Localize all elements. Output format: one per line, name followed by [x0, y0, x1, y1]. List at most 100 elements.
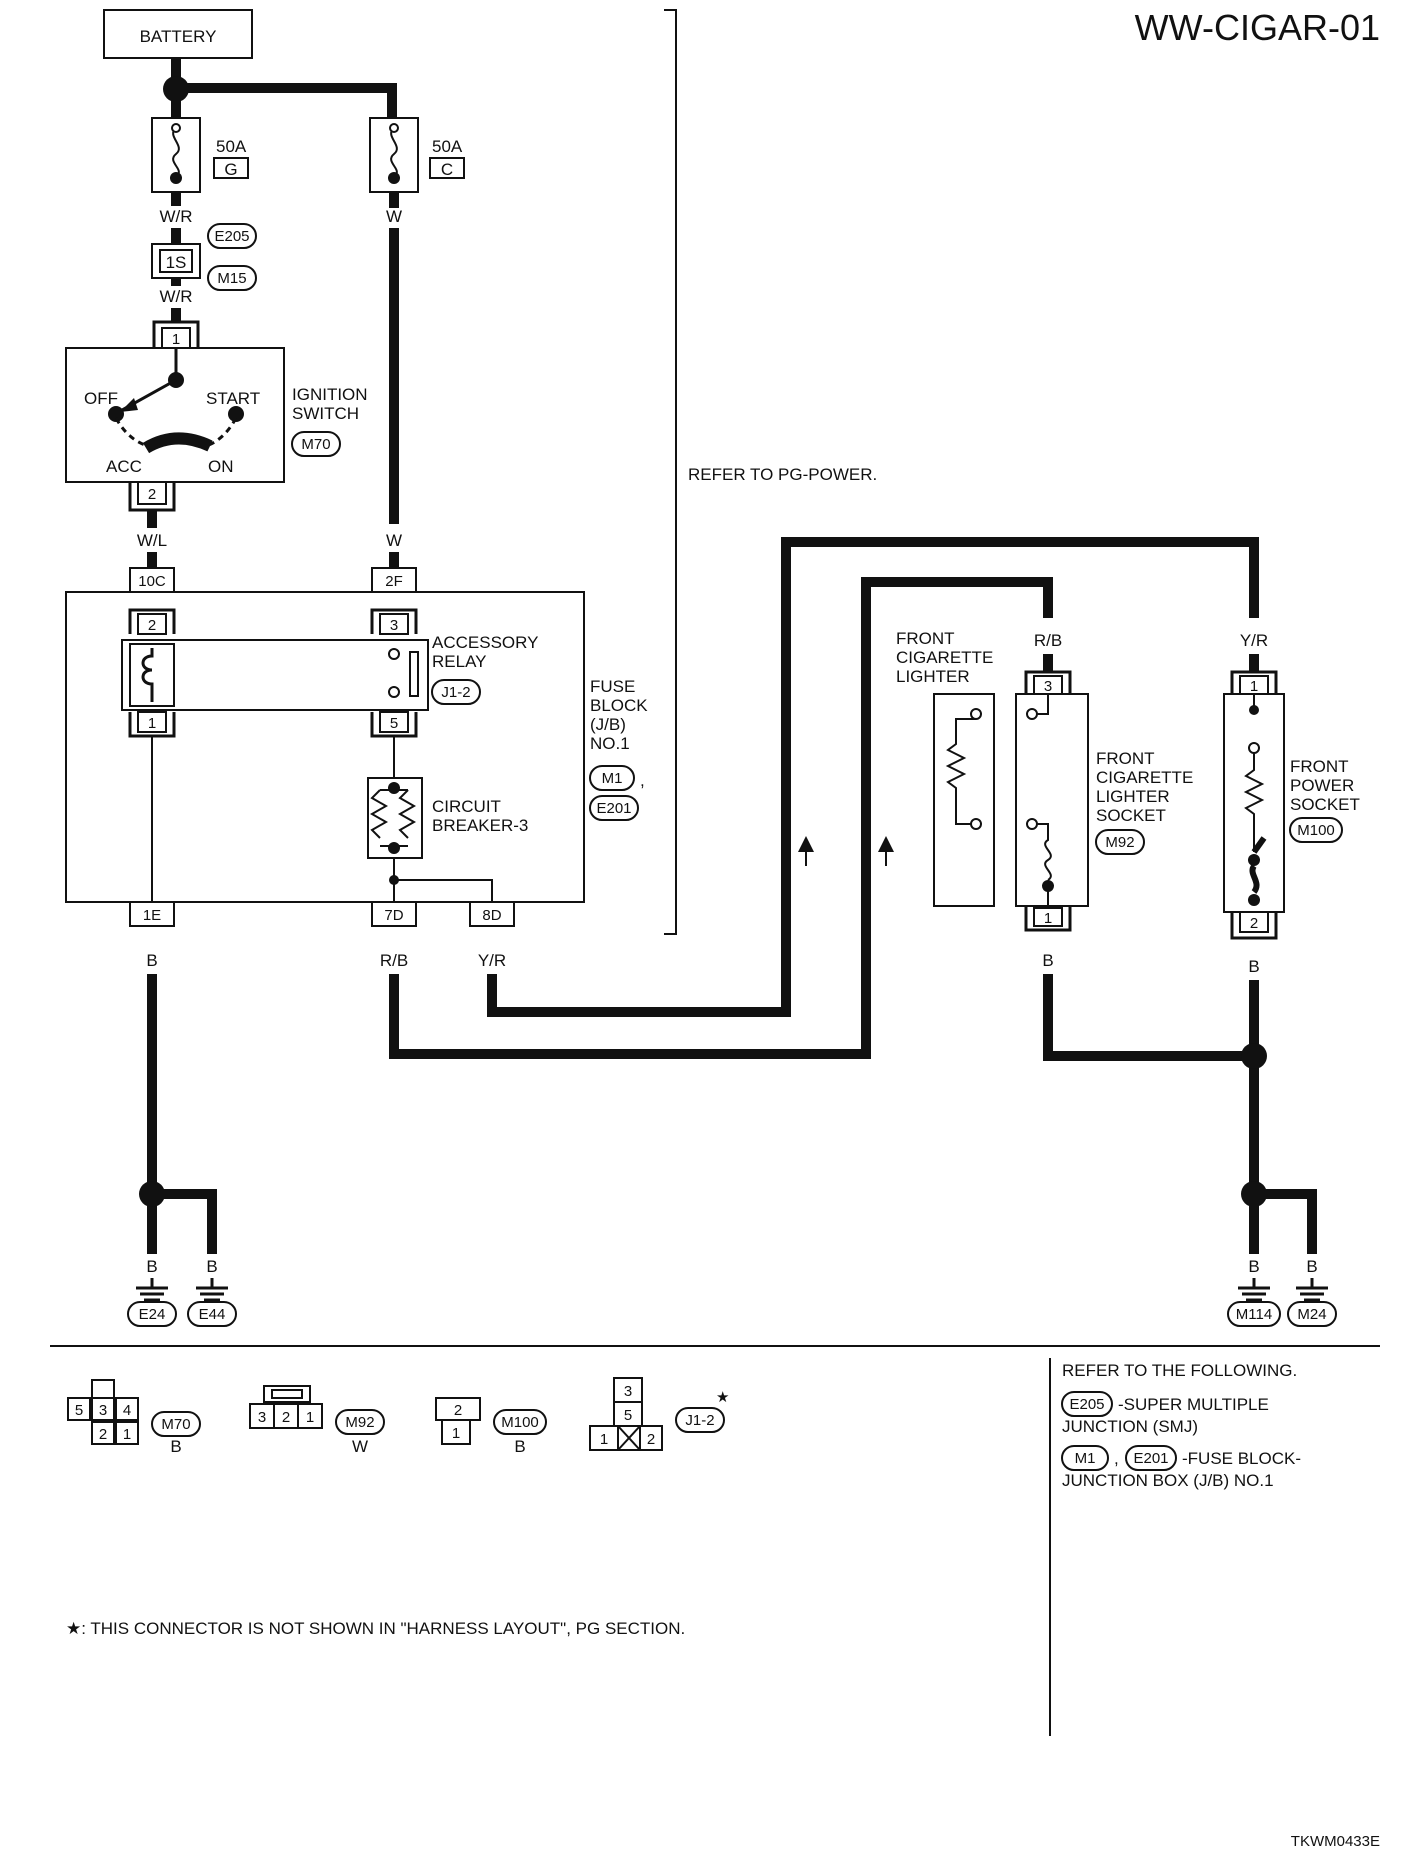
fb-term-10c: 10C — [138, 573, 166, 590]
wire-b-label-pwr: B — [1248, 957, 1259, 976]
connector-m100-label: M100 — [1297, 822, 1335, 839]
ground-tag-m24: M24 — [1287, 1301, 1337, 1327]
ground-e24-label: E24 — [139, 1306, 166, 1323]
ign-term-2: 2 — [148, 486, 156, 503]
connector-m15-tag: M15 — [207, 265, 257, 291]
ground-m114-label: M114 — [1236, 1306, 1272, 1323]
wire-r-b-label-2: R/B — [1034, 631, 1062, 650]
wire-b-cig-ground — [1043, 974, 1254, 1061]
refer-fb-tag-e201: E201 — [1125, 1445, 1177, 1471]
refer-pg-power: REFER TO PG-POWER. — [688, 465, 877, 484]
fuse-g-rating: 50A — [216, 137, 247, 156]
m70-view-color: B — [170, 1437, 181, 1456]
connector-m1-label: M1 — [602, 770, 623, 787]
refer-fb-line1: -FUSE BLOCK- — [1182, 1449, 1301, 1468]
terminal-1s: 1S — [166, 253, 187, 272]
wire-b-label-m114: B — [1248, 1257, 1259, 1276]
ground-m24-label: M24 — [1297, 1306, 1326, 1323]
wire-b-label-e24: B — [146, 1257, 157, 1276]
ground-symbol-e24 — [136, 1278, 168, 1302]
fuse-g: 50A G — [151, 117, 249, 193]
connector-e205-tag: E205 — [207, 223, 257, 249]
ign-pos-on: ON — [208, 457, 234, 476]
wire-w-r-label-1: W/R — [159, 207, 192, 226]
ground-symbol-m114 — [1238, 1278, 1270, 1302]
diagram-id: WW-CIGAR-01 — [1135, 7, 1380, 48]
connector-view-m100: 2 1 M100 B — [435, 1397, 547, 1456]
power-socket-term-2: 2 — [1250, 915, 1258, 932]
wire-b-label-cig: B — [1042, 951, 1053, 970]
ign-term-1: 1 — [172, 331, 180, 348]
m100-cell-2: 2 — [454, 1402, 462, 1419]
refer-fb-tag-m1: M1 — [1061, 1445, 1109, 1471]
connector-e205-label: E205 — [214, 228, 249, 245]
relay-term-3: 3 — [390, 617, 398, 634]
refer-fb-sep: , — [1114, 1449, 1119, 1468]
drawing-code: TKWM0433E — [1291, 1833, 1380, 1850]
svg-text:,: , — [640, 771, 645, 790]
j1-2-view-id: J1-2 — [685, 1412, 714, 1429]
connector-m70-tag: M70 — [291, 431, 341, 457]
ign-pos-acc: ACC — [106, 457, 142, 476]
m92-view-id: M92 — [345, 1414, 374, 1431]
fb-term-1e: 1E — [143, 907, 161, 924]
relay-term-2: 2 — [148, 617, 156, 634]
wire-w-r-label-2: W/R — [159, 287, 192, 306]
connector-m1-tag: M1 , — [589, 765, 645, 791]
ground-tag-e44: E44 — [187, 1301, 237, 1327]
fuse-g-letter: G — [224, 160, 237, 179]
refer-m1-label: M1 — [1075, 1450, 1096, 1467]
splice-right-1 — [1241, 1043, 1267, 1069]
wire-b-label-m24: B — [1306, 1257, 1317, 1276]
m70-cell-5: 5 — [75, 1402, 83, 1419]
connector-j1-2-label: J1-2 — [441, 684, 470, 701]
m70-cell-2: 2 — [99, 1426, 107, 1443]
connector-j1-2-tag: J1-2 — [431, 679, 481, 705]
m70-view-id: M70 — [161, 1416, 190, 1433]
m100-cell-1: 1 — [452, 1425, 460, 1442]
relay-term-5: 5 — [390, 715, 398, 732]
m92-cell-3: 3 — [258, 1409, 266, 1426]
ign-pos-start: START — [206, 389, 260, 408]
fuse-c-letter: C — [441, 160, 453, 179]
ign-pos-off: OFF — [84, 389, 118, 408]
power-socket-term-1: 1 — [1250, 678, 1258, 695]
connector-e201-label: E201 — [596, 800, 631, 817]
ground-e44-label: E44 — [199, 1306, 226, 1323]
wire-r-b-label: R/B — [380, 951, 408, 970]
m92-cell-2: 2 — [282, 1409, 290, 1426]
refer-following-heading: REFER TO THE FOLLOWING. — [1062, 1361, 1297, 1380]
ground-symbol-m24 — [1296, 1278, 1328, 1302]
fuse-c: 50A C — [369, 117, 465, 193]
connector-m70-label: M70 — [301, 436, 330, 453]
connector-view-m92: 3 2 1 M92 W — [249, 1385, 385, 1456]
fb-term-7d: 7D — [384, 907, 403, 924]
refer-smj-line1: -SUPER MULTIPLE — [1118, 1395, 1269, 1414]
m92-cell-1: 1 — [306, 1409, 314, 1426]
refer-smj-line2: JUNCTION (SMJ) — [1062, 1417, 1198, 1436]
m92-view-color: W — [352, 1437, 368, 1456]
j1-2-star: ★ — [716, 1389, 729, 1406]
cig-socket-term-1: 1 — [1044, 910, 1052, 927]
wire-b-label-1e: B — [146, 951, 157, 970]
j1-2-cell-5: 5 — [624, 1407, 632, 1424]
connector-m100-tag: M100 — [1289, 817, 1343, 843]
connector-m92-tag: M92 — [1095, 829, 1145, 855]
wire-y-r-label: Y/R — [478, 951, 506, 970]
fb-term-2f: 2F — [385, 573, 403, 590]
m70-cell-3: 3 — [99, 1402, 107, 1419]
j1-2-cell-1: 1 — [600, 1431, 608, 1448]
j1-2-cell-2: 2 — [647, 1431, 655, 1448]
connector-view-j1-2: 3 5 1 2 J1-2 ★ — [589, 1377, 729, 1451]
